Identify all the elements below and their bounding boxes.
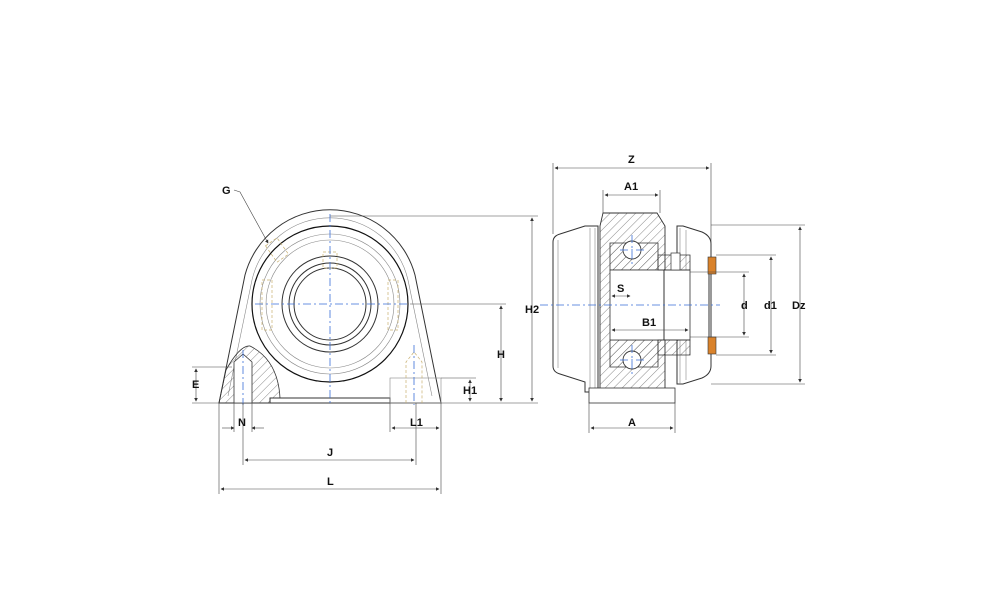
label-H: H: [497, 349, 505, 361]
grease-nipple-hidden: [265, 237, 289, 263]
housing-outline: [218, 209, 442, 404]
label-J: J: [327, 447, 333, 459]
label-A: A: [628, 417, 636, 429]
housing-shell: [552, 225, 599, 393]
label-S: S: [617, 283, 624, 295]
label-H2: H2: [525, 304, 539, 316]
label-Z: Z: [628, 154, 635, 166]
label-d: d: [741, 300, 748, 312]
label-N: N: [238, 417, 246, 429]
label-B1: B1: [642, 317, 656, 329]
label-d1: d1: [764, 300, 777, 312]
side-view: Z A1 S B1 d d1 Dz A: [540, 154, 806, 433]
label-L: L: [327, 476, 334, 488]
label-A1: A1: [624, 181, 638, 193]
foot-pad: [389, 377, 442, 404]
front-view: G H2 H H1 E N L1 J L: [192, 185, 539, 494]
label-Dz: Dz: [792, 300, 806, 312]
housing-foot: [588, 387, 676, 404]
label-L1: L1: [410, 417, 423, 429]
leader-G: [233, 189, 269, 244]
seal-top: [707, 256, 717, 275]
seal-bottom: [707, 336, 717, 355]
label-H1: H1: [463, 385, 477, 397]
label-G: G: [222, 185, 231, 197]
label-E: E: [192, 379, 199, 391]
